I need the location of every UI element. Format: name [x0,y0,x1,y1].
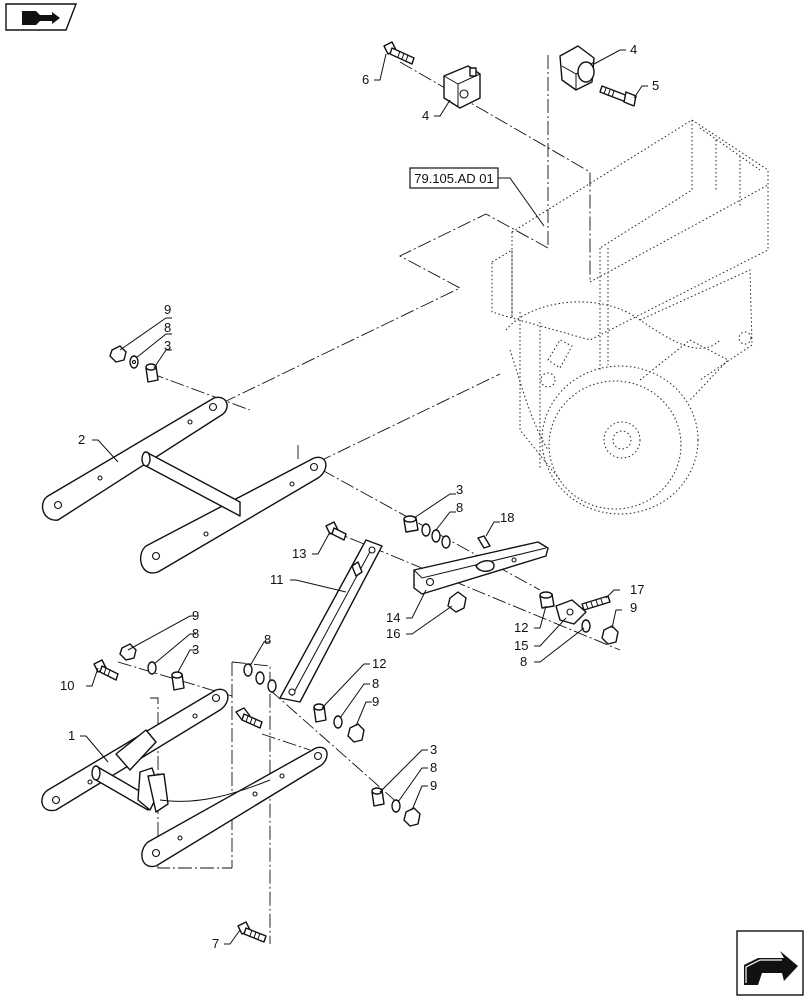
callout-10: 10 [60,678,74,693]
callout-8: 8 [520,654,527,669]
part-7-bolt-upper [235,707,263,729]
part-17-spring [581,595,611,611]
part-2-upper-frame [41,396,327,574]
part-14-bracket-plate [413,541,549,595]
part-10-bolt [93,659,119,681]
callout-7: 7 [212,936,219,951]
part-4-clamp-block-right [559,45,595,91]
callout-17: 17 [630,582,644,597]
callout-8: 8 [456,500,463,515]
callout-3: 3 [430,742,437,757]
callout-5: 5 [652,78,659,93]
callout-4: 4 [422,108,429,123]
hardware-spacers [145,363,555,807]
callout-3: 3 [192,642,199,657]
part-18-pin [477,535,491,549]
reference-79-105-AD-01[interactable]: 79.105.AD 01 [409,167,545,227]
hardware-washers [129,355,591,813]
callout-12: 12 [514,620,528,635]
callout-15: 15 [514,638,528,653]
callout-3: 3 [164,338,171,353]
reference-label: 79.105.AD 01 [414,171,494,186]
callout-numbers: 6 4 4 5 9 8 3 2 3 8 18 13 11 14 16 17 9 … [60,42,659,951]
callout-9: 9 [372,694,379,709]
callout-18: 18 [500,510,514,525]
callout-2: 2 [78,432,85,447]
book-arrow-icon[interactable] [5,3,78,31]
callout-9: 9 [164,302,171,317]
callout-14: 14 [386,610,400,625]
callout-11: 11 [270,572,284,587]
callout-9: 9 [430,778,437,793]
callout-8: 8 [430,760,437,775]
callout-12: 12 [372,656,386,671]
part-7-bolt [237,921,267,943]
part-11-link-arm [279,539,383,703]
next-page-arrow-icon[interactable] [736,930,804,996]
callout-6: 6 [362,72,369,87]
callout-8: 8 [164,320,171,335]
callout-8: 8 [372,676,379,691]
callout-13: 13 [292,546,306,561]
part-1-lower-frame [41,688,328,868]
callout-9: 9 [192,608,199,623]
part-6-bolt [383,41,415,65]
assembly-lines [117,55,621,944]
callout-16: 16 [386,626,400,641]
part-5-bolt [599,85,637,107]
callout-3: 3 [456,482,463,497]
callout-8: 8 [264,632,271,647]
callout-1: 1 [68,728,75,743]
planter-frame-context [491,119,769,515]
hardware-nuts [109,345,619,827]
part-4-clamp-block-left [443,65,481,109]
leader-lines [80,49,648,945]
callout-8: 8 [192,626,199,641]
callout-4: 4 [630,42,637,57]
callout-9: 9 [630,600,637,615]
part-13-bolt [325,521,347,541]
part-15-small-bracket [555,599,587,625]
